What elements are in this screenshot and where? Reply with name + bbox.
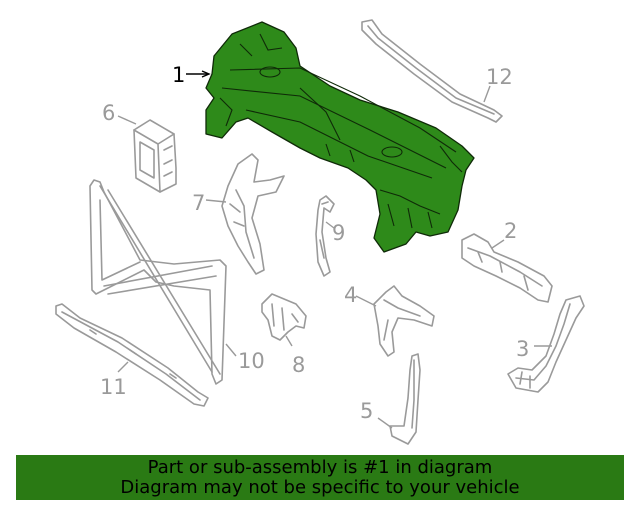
leader-11 xyxy=(117,361,129,373)
leader-4 xyxy=(355,295,377,307)
callout-5[interactable]: 5 xyxy=(360,399,373,423)
leader-9 xyxy=(325,221,335,229)
leader-2 xyxy=(491,239,505,249)
callout-6[interactable]: 6 xyxy=(102,101,115,125)
part-4-bracket[interactable] xyxy=(373,285,435,357)
callout-12[interactable]: 12 xyxy=(486,65,513,89)
callout-4[interactable]: 4 xyxy=(344,283,357,307)
leader-7 xyxy=(205,199,227,203)
callout-7[interactable]: 7 xyxy=(192,191,205,215)
callout-9[interactable]: 9 xyxy=(332,221,345,245)
callout-2[interactable]: 2 xyxy=(504,219,517,243)
leader-6 xyxy=(117,115,137,125)
callout-11[interactable]: 11 xyxy=(100,375,127,399)
part-3-side-bracket[interactable] xyxy=(507,295,585,393)
callout-10[interactable]: 10 xyxy=(238,349,265,373)
callout-8[interactable]: 8 xyxy=(292,353,305,377)
part-6-module[interactable] xyxy=(133,119,177,193)
callout-1[interactable]: 1 xyxy=(172,63,185,87)
part-11-lower-bar[interactable] xyxy=(55,303,209,407)
leader-1-arrow xyxy=(201,70,211,78)
banner-line-part-info: Part or sub-assembly is #1 in diagram xyxy=(147,457,493,478)
callout-3[interactable]: 3 xyxy=(516,337,529,361)
part-1-main-assembly[interactable] xyxy=(205,21,475,253)
part-10-frame[interactable] xyxy=(89,179,227,385)
leader-8 xyxy=(285,335,293,347)
parts-diagram: 1 2 3 4 5 6 7 8 9 10 11 12 xyxy=(55,19,585,445)
part-7-bracket[interactable] xyxy=(221,153,285,275)
banner-line-disclaimer: Diagram may not be specific to your vehi… xyxy=(120,477,520,498)
info-banner: Part or sub-assembly is #1 in diagram Di… xyxy=(16,455,624,500)
part-9-strut[interactable] xyxy=(315,195,335,277)
leader-12 xyxy=(483,85,491,103)
leader-5 xyxy=(377,417,393,429)
leader-10 xyxy=(225,343,237,357)
part-12-upper-bar[interactable] xyxy=(361,19,503,123)
part-8-small-bracket[interactable] xyxy=(261,293,307,341)
part-2-bracket[interactable] xyxy=(461,233,553,303)
part-5-bar[interactable] xyxy=(389,353,421,445)
